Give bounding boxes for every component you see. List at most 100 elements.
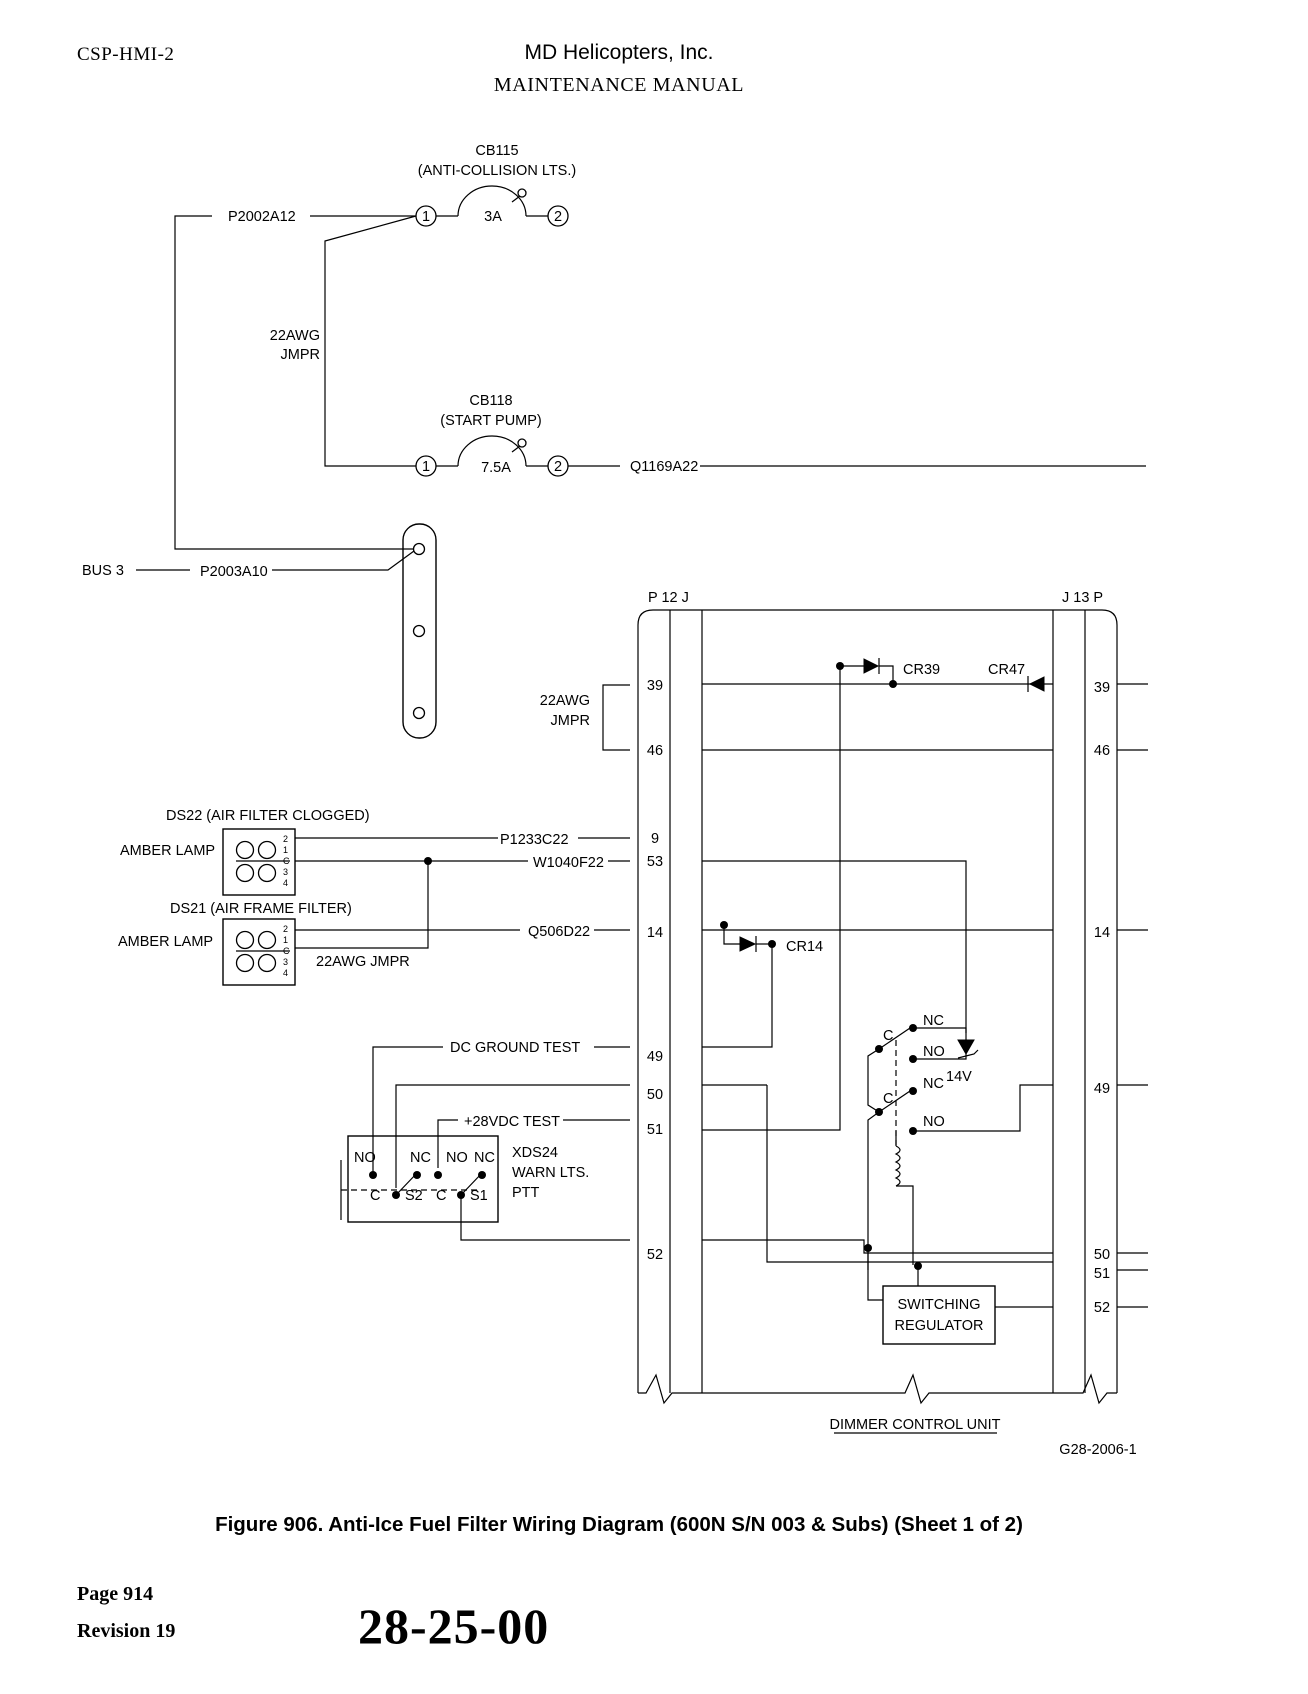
svg-text:C: C: [283, 946, 290, 956]
figure-caption: Figure 906. Anti-Ice Fuel Filter Wiring …: [215, 1513, 1023, 1536]
cb118-label: CB118: [469, 393, 512, 409]
svg-text:PTT: PTT: [512, 1185, 540, 1201]
svg-text:39: 39: [647, 678, 663, 694]
wire-w1040f22: W1040F22: [533, 855, 604, 871]
svg-text:NO: NO: [446, 1150, 468, 1166]
svg-text:4: 4: [283, 878, 288, 888]
wire-q506d22: Q506D22: [528, 924, 590, 940]
svg-text:NC: NC: [474, 1150, 495, 1166]
wire-p2002a12: P2002A12: [228, 209, 296, 225]
svg-text:14: 14: [1094, 925, 1110, 941]
svg-text:49: 49: [647, 1049, 663, 1065]
switching-regulator: SWITCHING REGULATOR: [882, 1285, 996, 1345]
svg-text:46: 46: [647, 743, 663, 759]
ds21-lamp: DS21 (AIR FRAME FILTER) AMBER LAMP 2 1 C…: [118, 901, 352, 986]
cb115-terminal-2-label: 2: [554, 209, 562, 225]
svg-text:3: 3: [283, 867, 288, 877]
svg-text:14: 14: [647, 925, 663, 941]
svg-text:14V: 14V: [946, 1069, 972, 1085]
svg-text:46: 46: [1094, 743, 1110, 759]
svg-text:CR47: CR47: [988, 662, 1025, 678]
page-number: Page 914: [77, 1583, 154, 1605]
svg-text:53: 53: [647, 854, 663, 870]
cr14-diode: CR14: [720, 921, 823, 955]
svg-text:NC: NC: [923, 1076, 944, 1092]
svg-text:C: C: [283, 856, 290, 866]
svg-text:NO: NO: [923, 1114, 945, 1130]
svg-text:39: 39: [1094, 680, 1110, 696]
svg-text:XDS24: XDS24: [512, 1145, 558, 1161]
cb115-terminal-1-label: 1: [422, 209, 430, 225]
bus3-label: BUS 3: [82, 563, 124, 579]
svg-text:9: 9: [651, 831, 659, 847]
jumper-jmpr-top: JMPR: [281, 347, 320, 363]
svg-text:51: 51: [1094, 1266, 1110, 1282]
svg-text:CR39: CR39: [903, 662, 940, 678]
chapter-number: 28-25-00: [358, 1598, 550, 1654]
svg-text:C: C: [883, 1028, 893, 1044]
j13p-label: J 13 P: [1062, 590, 1103, 606]
svg-text:C: C: [436, 1188, 446, 1204]
svg-text:S1: S1: [470, 1188, 488, 1204]
svg-text:2: 2: [283, 924, 288, 934]
svg-text:49: 49: [1094, 1081, 1110, 1097]
cb115-label: CB115: [475, 143, 518, 159]
svg-text:3: 3: [283, 957, 288, 967]
svg-text:50: 50: [647, 1087, 663, 1103]
svg-text:52: 52: [647, 1247, 663, 1263]
svg-text:2: 2: [283, 834, 288, 844]
svg-text:SWITCHING: SWITCHING: [898, 1297, 981, 1313]
svg-text:NO: NO: [923, 1044, 945, 1060]
svg-text:C: C: [370, 1188, 380, 1204]
cb115-rating: 3A: [484, 209, 502, 225]
cb118-terminal-1-label: 1: [422, 459, 430, 475]
cb115-breaker: CB115 (ANTI-COLLISION LTS.) 1 2 3A: [415, 143, 576, 227]
dimmer-control-unit-label: DIMMER CONTROL UNIT: [829, 1417, 1000, 1433]
dc-ground-test-label: DC GROUND TEST: [450, 1040, 580, 1056]
wire-p1233c22: P1233C22: [500, 832, 569, 848]
svg-text:NC: NC: [410, 1150, 431, 1166]
right-connector-pins: 39 46 14 49 50 51 52: [1094, 680, 1110, 1316]
svg-text:1: 1: [283, 935, 288, 945]
svg-text:DS22 (AIR FILTER CLOGGED): DS22 (AIR FILTER CLOGGED): [166, 808, 370, 824]
dimmer-control-unit-frame: [637, 609, 1118, 1405]
svg-text:50: 50: [1094, 1247, 1110, 1263]
svg-text:4: 4: [283, 968, 288, 978]
wire-p2003a10: P2003A10: [200, 564, 268, 580]
jumper-22awg-jmpr: 22AWG JMPR: [316, 954, 410, 970]
cr47-diode: CR47: [988, 662, 1045, 692]
cb118-breaker: CB118 (START PUMP) 1 2 7.5A: [415, 393, 569, 477]
svg-text:WARN LTS.: WARN LTS.: [512, 1165, 589, 1181]
manual-title: MAINTENANCE MANUAL: [493, 74, 745, 96]
svg-text:C: C: [883, 1091, 893, 1107]
jumper-awg-mid: 22AWG: [540, 693, 590, 709]
svg-text:CR14: CR14: [786, 939, 823, 955]
svg-text:REGULATOR: REGULATOR: [895, 1318, 984, 1334]
jumper-awg-top: 22AWG: [270, 328, 320, 344]
xds24-switch: NO NC NO NC C S2 C S1 XDS24 WARN LTS. PT…: [340, 1135, 589, 1223]
plus28vdc-test-label: +28VDC TEST: [464, 1114, 560, 1130]
cb118-description: (START PUMP): [440, 413, 542, 429]
revision-number: Revision 19: [77, 1620, 176, 1642]
ds22-lamp: DS22 (AIR FILTER CLOGGED) AMBER LAMP 2 1…: [120, 808, 370, 896]
cb118-terminal-2-label: 2: [554, 459, 562, 475]
svg-text:1: 1: [283, 845, 288, 855]
svg-text:DS21 (AIR FRAME FILTER): DS21 (AIR FRAME FILTER): [170, 901, 352, 917]
left-connector-pins: 39 46 9 53 14 49 50 51 52: [647, 678, 663, 1263]
relay-assembly: C NC NO C NC NO 14V: [867, 1013, 979, 1270]
svg-text:51: 51: [647, 1122, 663, 1138]
svg-text:NC: NC: [923, 1013, 944, 1029]
svg-text:AMBER LAMP: AMBER LAMP: [120, 843, 215, 859]
svg-text:S2: S2: [405, 1188, 423, 1204]
cb115-description: (ANTI-COLLISION LTS.): [418, 163, 576, 179]
bus-bar: [402, 523, 437, 739]
cr39-diode: CR39: [836, 658, 940, 688]
svg-text:AMBER LAMP: AMBER LAMP: [118, 934, 213, 950]
svg-text:NO: NO: [354, 1150, 376, 1166]
p12j-label: P 12 J: [648, 590, 689, 606]
company-name: MD Helicopters, Inc.: [524, 41, 714, 64]
cb118-rating: 7.5A: [481, 460, 511, 476]
svg-text:52: 52: [1094, 1300, 1110, 1316]
wire-q1169a22: Q1169A22: [630, 459, 698, 475]
